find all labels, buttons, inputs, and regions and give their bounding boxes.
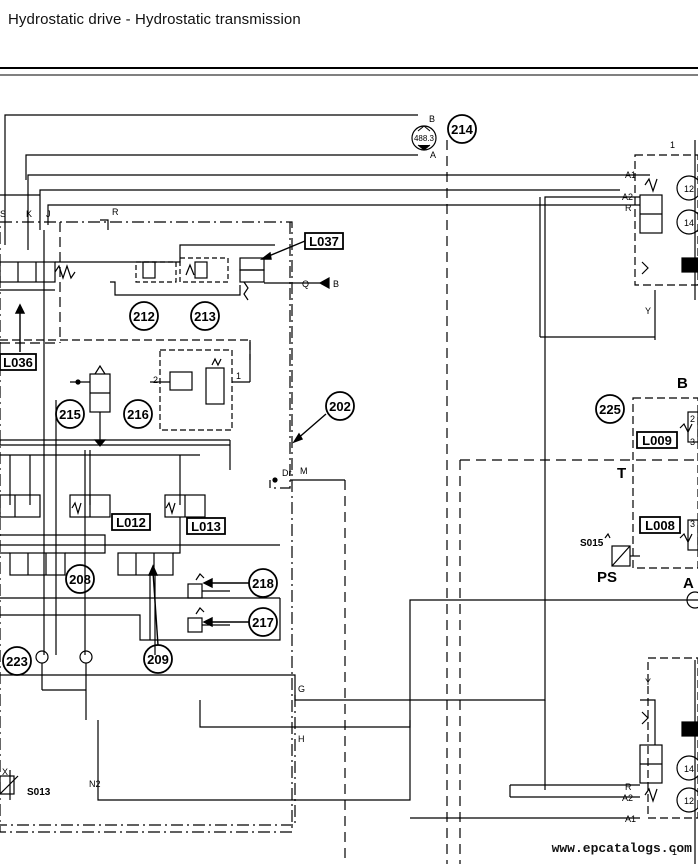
label-l012: L012 <box>116 515 146 530</box>
motor-14-top: 14 <box>684 218 694 228</box>
port-m: M <box>300 466 308 476</box>
label-l036: L036 <box>3 355 33 370</box>
label-l009: L009 <box>642 433 672 448</box>
label-l013: L013 <box>191 519 221 534</box>
port-y-bottom: Y <box>645 677 651 687</box>
port-1-top: 1 <box>670 140 675 150</box>
label-box-l012 <box>111 513 151 531</box>
port-s: S <box>0 209 6 219</box>
callout-212: 212 <box>133 309 155 324</box>
callout-223: 223 <box>6 654 28 669</box>
port-dr: Dr <box>282 468 292 478</box>
port-1-bottom: 1 <box>672 847 677 857</box>
motor-12-top: 12 <box>684 184 694 194</box>
port-k: K <box>26 209 32 219</box>
port-n2: N2 <box>89 779 101 789</box>
label-s013: S013 <box>27 787 51 798</box>
port-a-top: A <box>430 150 436 160</box>
port-3-a: 3 <box>690 437 695 447</box>
label-box-l037 <box>304 232 344 250</box>
port-r-bottom: R <box>625 782 632 792</box>
callout-218: 218 <box>252 576 274 591</box>
label-a-right: A <box>683 575 694 592</box>
callout-214: 214 <box>451 122 473 137</box>
port-j: J <box>46 209 51 219</box>
group-boundary-202 <box>0 221 293 833</box>
watermark-url: www.epcatalogs.com <box>551 841 692 856</box>
port-y-top: Y <box>645 306 651 316</box>
port-1-mid: 1 <box>236 371 241 381</box>
port-b-q: B <box>333 279 339 289</box>
port-a2-top: A2 <box>622 192 633 202</box>
port-x: X <box>2 767 8 777</box>
pump-label: 488.3 <box>414 134 435 143</box>
callout-circle-202 <box>325 391 355 421</box>
port-a2-bottom: A2 <box>622 793 633 803</box>
label-l008: L008 <box>645 518 675 533</box>
motor-14-bottom: 14 <box>684 764 694 774</box>
label-b-right: B <box>677 375 688 392</box>
motor-12-bottom: 12 <box>684 796 694 806</box>
callout-216: 216 <box>127 407 149 422</box>
callout-circle-213 <box>190 301 220 331</box>
port-r: R <box>112 207 119 217</box>
port-b-top: B <box>429 114 435 124</box>
callout-circle-223 <box>2 646 32 676</box>
port-2: 2 <box>153 375 158 385</box>
label-box-l013 <box>186 517 226 535</box>
callout-202: 202 <box>329 399 351 414</box>
callout-225: 225 <box>599 402 621 417</box>
callout-circle-225 <box>595 394 625 424</box>
callout-circle-215 <box>55 399 85 429</box>
port-2-valve: 2 <box>690 414 695 424</box>
port-g: G <box>298 684 305 694</box>
port-3-b: 3 <box>690 519 695 529</box>
page-title: Hydrostatic drive - Hydrostatic transmis… <box>8 11 301 28</box>
callout-circle-208 <box>65 564 95 594</box>
label-ps: PS <box>597 569 617 586</box>
label-l037: L037 <box>309 234 339 249</box>
callout-213: 213 <box>194 309 216 324</box>
label-box-l009 <box>636 431 678 449</box>
label-t: T <box>617 465 626 482</box>
callout-217: 217 <box>252 615 274 630</box>
label-box-l008 <box>639 516 681 534</box>
label-s015: S015 <box>580 538 604 549</box>
callout-circle-216 <box>123 399 153 429</box>
callout-208: 208 <box>69 572 91 587</box>
port-h: H <box>298 734 305 744</box>
callout-215: 215 <box>59 407 81 422</box>
label-box-l036 <box>0 353 37 371</box>
port-q: Q <box>302 279 309 289</box>
port-a1-top: A1 <box>625 170 636 180</box>
port-r-top: R <box>625 203 632 213</box>
callout-209: 209 <box>147 652 169 667</box>
callout-circle-212 <box>129 301 159 331</box>
port-a1-bottom: A1 <box>625 814 636 824</box>
callout-circle-214 <box>447 114 477 144</box>
